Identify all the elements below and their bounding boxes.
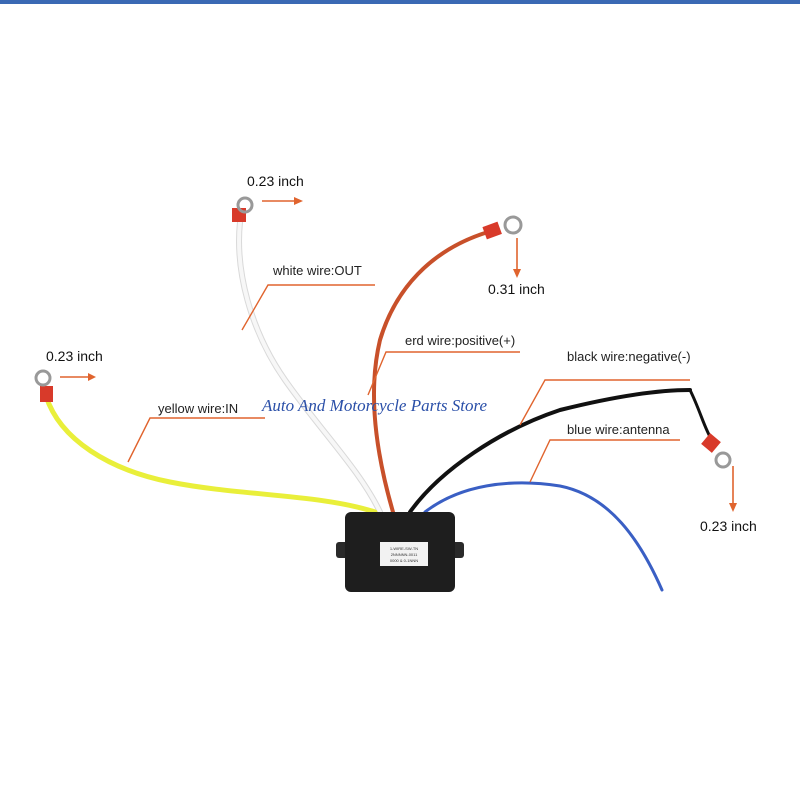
control-module: 1-WIRE-SW-TN 2NNNNN-0011 0000 & 0-1NNN	[336, 512, 464, 592]
arrowheads	[88, 197, 737, 512]
red-wire	[372, 230, 490, 514]
label-black-wire: black wire:negative(-)	[567, 349, 691, 364]
dimension-label-red: 0.31 inch	[488, 281, 545, 297]
svg-text:0000 & 0-1NNN: 0000 & 0-1NNN	[390, 558, 418, 563]
label-white-wire: white wire:OUT	[272, 263, 362, 278]
label-yellow-wire: yellow wire:IN	[158, 401, 238, 416]
yellow-terminal-icon	[34, 369, 53, 402]
yellow-wire	[43, 393, 378, 515]
svg-text:1-WIRE-SW-TN: 1-WIRE-SW-TN	[390, 546, 418, 551]
black-wire-tail	[688, 389, 714, 441]
label-red-wire: erd wire:positive(+)	[405, 333, 515, 348]
blue-wire	[423, 481, 664, 592]
red-terminal-icon	[482, 215, 523, 240]
top-accent-bar	[0, 0, 800, 4]
svg-text:2NNNNN-0011: 2NNNNN-0011	[391, 552, 418, 557]
black-wire	[408, 388, 692, 514]
dimension-label-white: 0.23 inch	[247, 173, 304, 189]
label-blue-wire: blue wire:antenna	[567, 422, 670, 437]
module-sticker	[380, 542, 428, 566]
dimension-label-black: 0.23 inch	[700, 518, 757, 534]
white-terminal-icon	[232, 196, 254, 222]
dimension-label-yellow: 0.23 inch	[46, 348, 103, 364]
black-terminal-icon	[701, 433, 732, 469]
white-wire-core	[237, 220, 382, 514]
watermark: Auto And Motorcycle Parts Store	[261, 396, 488, 415]
dimension-arrows	[60, 200, 734, 504]
leader-lines	[127, 284, 690, 483]
